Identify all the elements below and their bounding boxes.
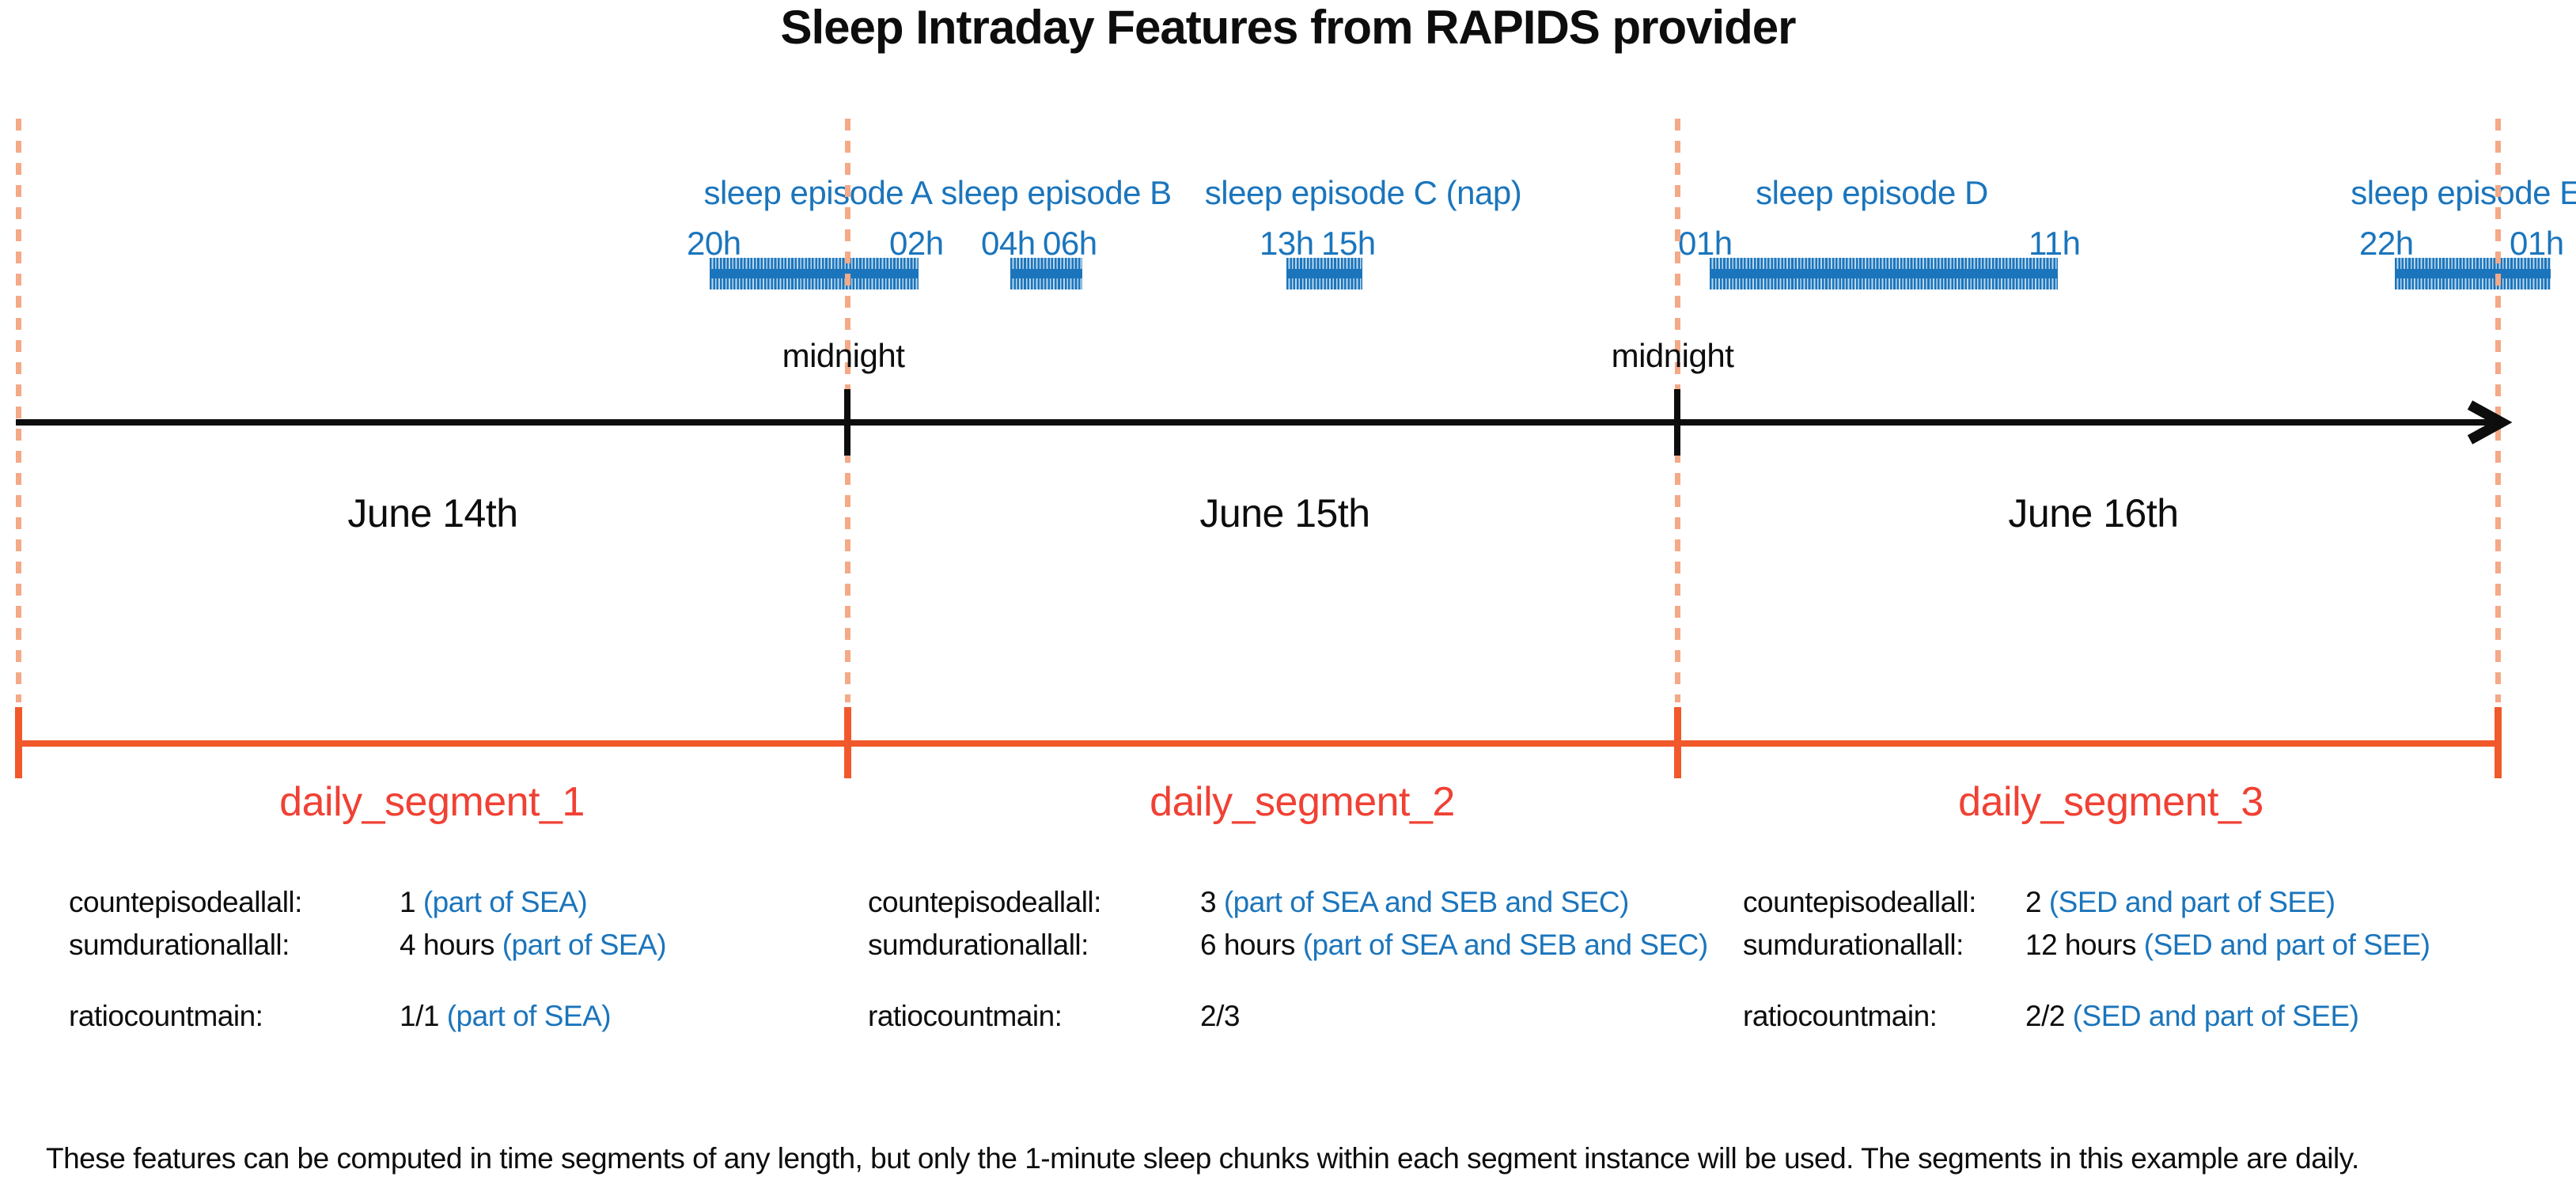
midnight-tick-1 bbox=[844, 389, 850, 456]
feature-value: 2/3 bbox=[1200, 1000, 1240, 1032]
sleep-episode-e-bar bbox=[2395, 258, 2551, 289]
seg1-ratiocount-value: 1/1 (part of SEA) bbox=[400, 1000, 612, 1033]
feature-note: (part of SEA) bbox=[422, 886, 588, 918]
sleep-episode-d-bar bbox=[1710, 258, 2058, 289]
midnight-label-2: midnight bbox=[1611, 337, 1734, 374]
seg1-ratiocount-name: ratiocountmain: bbox=[69, 1000, 263, 1032]
feature-note: (part of SEA) bbox=[446, 1000, 612, 1032]
seg2-countepisode-value: 3 (part of SEA and SEB and SEC) bbox=[1200, 886, 1629, 919]
seg3-sumduration-value: 12 hours (SED and part of SEE) bbox=[2025, 929, 2430, 962]
sleep-episode-b-label: sleep episode B bbox=[941, 174, 1172, 211]
sleep-episode-d-label: sleep episode D bbox=[1756, 174, 1988, 211]
episode-b-end-time-label: 06h bbox=[1043, 225, 1097, 262]
episode-d-end-time-label: 11h bbox=[2029, 225, 2081, 262]
episode-a-start-time-label: 20h bbox=[687, 225, 741, 262]
seg3-countepisode-value: 2 (SED and part of SEE) bbox=[2025, 886, 2335, 919]
seg1-sumduration-value: 4 hours (part of SEA) bbox=[400, 929, 667, 962]
sleep-episode-a-label: sleep episode A bbox=[703, 174, 933, 211]
feature-value: 3 bbox=[1200, 886, 1217, 918]
date-label-june-16: June 16th bbox=[2008, 491, 2179, 535]
seg3-sumduration-name: sumdurationallall: bbox=[1743, 929, 1964, 961]
feature-value: 1/1 bbox=[400, 1000, 439, 1032]
seg3-ratiocount-name: ratiocountmain: bbox=[1743, 1000, 1938, 1032]
segments-bracket-tick-4 bbox=[2495, 707, 2502, 778]
seg2-ratiocount-name: ratiocountmain: bbox=[868, 1000, 1063, 1032]
timeline-axis bbox=[16, 419, 2491, 426]
feature-value: 12 hours bbox=[2025, 929, 2137, 961]
seg3-ratiocount-value: 2/2 (SED and part of SEE) bbox=[2025, 1000, 2359, 1033]
seg2-sumduration-value: 6 hours (part of SEA and SEB and SEC) bbox=[1200, 929, 1708, 962]
daily-segment-3-label: daily_segment_3 bbox=[1958, 779, 2263, 825]
date-label-june-14: June 14th bbox=[347, 491, 518, 535]
segments-bracket-line bbox=[18, 740, 2498, 747]
sleep-episode-e-label: sleep episode E bbox=[2351, 174, 2576, 211]
midnight-tick-2 bbox=[1674, 389, 1680, 456]
feature-note: (part of SEA) bbox=[502, 929, 667, 961]
episode-c-end-time-label: 15h bbox=[1321, 225, 1376, 262]
episode-e-start-time-label: 22h bbox=[2359, 225, 2414, 262]
seg1-countepisode-name: countepisodeallall: bbox=[69, 886, 302, 918]
episode-b-start-time-label: 04h bbox=[981, 225, 1036, 262]
sleep-episode-b-bar bbox=[1010, 258, 1082, 289]
diagram-title: Sleep Intraday Features from RAPIDS prov… bbox=[780, 1, 1796, 54]
feature-note: (part of SEA and SEB and SEC) bbox=[1223, 886, 1630, 918]
feature-note: (SED and part of SEE) bbox=[2143, 929, 2430, 961]
seg2-ratiocount-value: 2/3 bbox=[1200, 1000, 1240, 1033]
episode-e-end-time-label: 01h bbox=[2510, 225, 2564, 262]
date-label-june-15: June 15th bbox=[1199, 491, 1370, 535]
day-boundary-dashed-line-1 bbox=[16, 119, 21, 702]
seg2-sumduration-name: sumdurationallall: bbox=[868, 929, 1089, 961]
day-boundary-dashed-line-4 bbox=[2495, 119, 2501, 702]
feature-value: 2/2 bbox=[2025, 1000, 2065, 1032]
sleep-episode-a-bar bbox=[710, 258, 919, 289]
segments-bracket-tick-1 bbox=[15, 707, 22, 778]
seg1-countepisode-value: 1 (part of SEA) bbox=[400, 886, 588, 919]
episode-d-start-time-label: 01h bbox=[1678, 225, 1733, 262]
feature-note: (SED and part of SEE) bbox=[2072, 1000, 2359, 1032]
feature-note: (part of SEA and SEB and SEC) bbox=[1302, 929, 1709, 961]
feature-value: 2 bbox=[2025, 886, 2042, 918]
footnote-text: These features can be computed in time s… bbox=[46, 1142, 2359, 1175]
feature-value: 1 bbox=[400, 886, 416, 918]
sleep-episode-c-label: sleep episode C (nap) bbox=[1204, 174, 1522, 211]
seg1-sumduration-name: sumdurationallall: bbox=[69, 929, 290, 961]
daily-segment-1-label: daily_segment_1 bbox=[279, 779, 585, 825]
timeline-arrowhead-icon bbox=[2467, 400, 2513, 445]
sleep-episode-c-bar bbox=[1286, 258, 1362, 289]
daily-segment-2-label: daily_segment_2 bbox=[1150, 779, 1455, 825]
episode-c-start-time-label: 13h bbox=[1260, 225, 1314, 262]
seg3-countepisode-name: countepisodeallall: bbox=[1743, 886, 1976, 918]
feature-value: 6 hours bbox=[1200, 929, 1295, 961]
segments-bracket-tick-2 bbox=[844, 707, 851, 778]
feature-value: 4 hours bbox=[400, 929, 494, 961]
feature-note: (SED and part of SEE) bbox=[2048, 886, 2335, 918]
episode-a-end-time-label: 02h bbox=[889, 225, 944, 262]
midnight-label-1: midnight bbox=[782, 337, 905, 374]
seg2-countepisode-name: countepisodeallall: bbox=[868, 886, 1101, 918]
segments-bracket-tick-3 bbox=[1674, 707, 1681, 778]
